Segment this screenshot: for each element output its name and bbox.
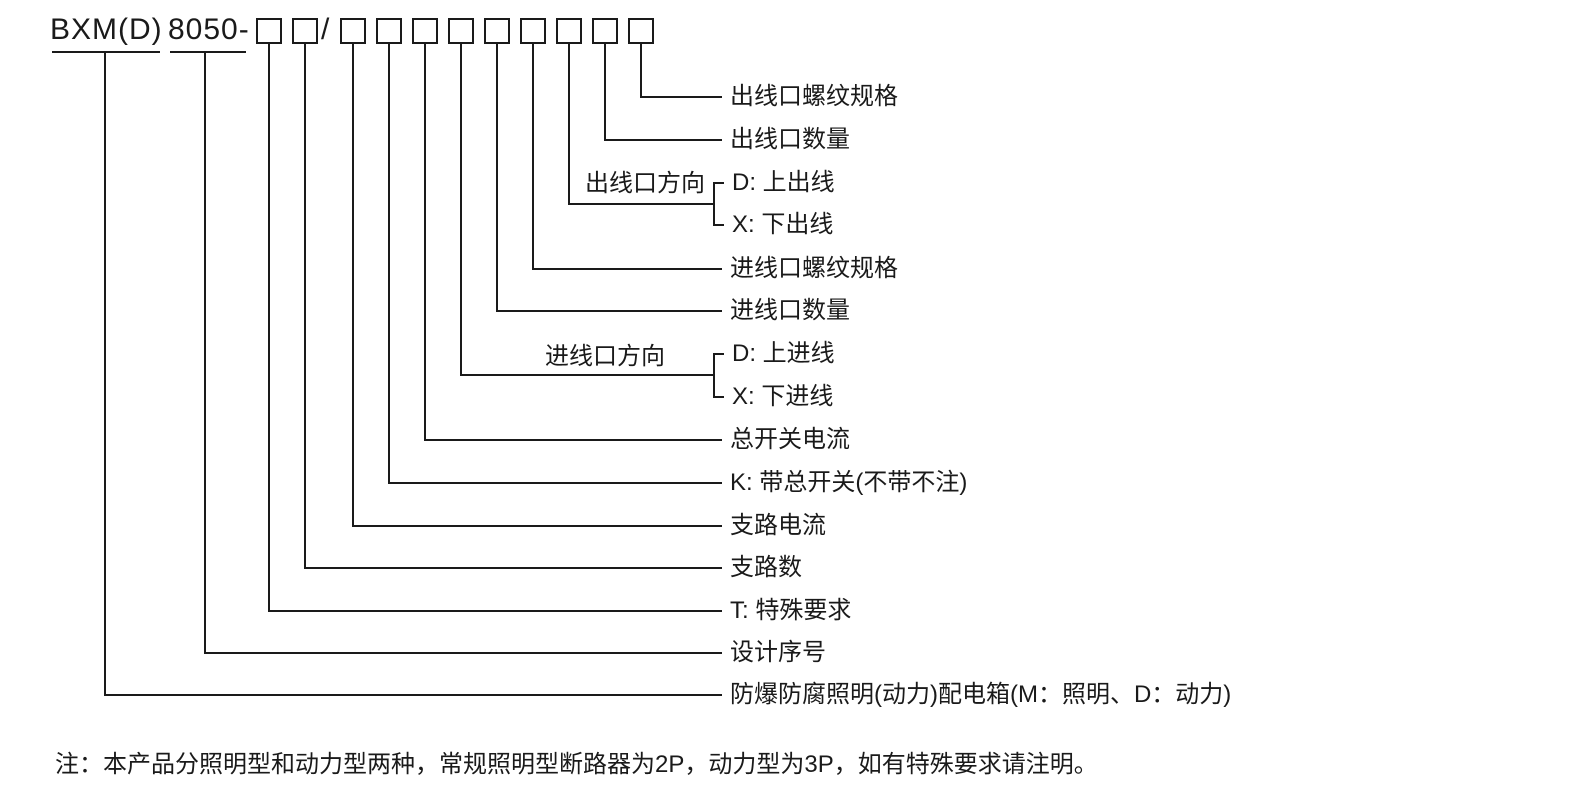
note-text: 注：本产品分照明型和动力型两种，常规照明型断路器为2P，动力型为3P，如有特殊要…	[55, 751, 1098, 778]
label-outlet-direction-up: D: 上出线	[732, 169, 835, 196]
label-main-switch-current: 总开关电流	[730, 426, 850, 453]
code-box	[376, 18, 402, 44]
label-inlet-direction-down: X: 下进线	[732, 383, 834, 410]
code-box	[484, 18, 510, 44]
model-series: 8050-	[168, 13, 250, 46]
label-branch-count: 支路数	[730, 554, 802, 581]
inlet-direction-brace	[713, 353, 724, 398]
label-main-switch-flag: K: 带总开关(不带不注)	[730, 469, 968, 496]
label-inlet-direction-up: D: 上进线	[732, 340, 835, 367]
label-inlet-count: 进线口数量	[730, 297, 850, 324]
leader-main-switch-flag	[388, 44, 722, 484]
label-outlet-count: 出线口数量	[730, 126, 850, 153]
leader-product-name	[104, 52, 722, 696]
label-inlet-thread: 进线口螺纹规格	[730, 255, 898, 282]
code-box	[520, 18, 546, 44]
outlet-direction-brace	[713, 182, 724, 226]
leader-inlet-direction	[460, 44, 714, 376]
label-outlet-direction: 出线口方向	[585, 170, 705, 197]
leader-outlet-count	[604, 44, 722, 141]
label-branch-current: 支路电流	[730, 512, 826, 539]
label-product-name: 防爆防腐照明(动力)配电箱(M：照明、D：动力)	[730, 681, 1232, 708]
code-box	[448, 18, 474, 44]
label-inlet-direction: 进线口方向	[545, 343, 665, 370]
code-box	[412, 18, 438, 44]
code-box	[592, 18, 618, 44]
model-prefix: BXM(D)	[50, 13, 163, 46]
leader-inlet-thread	[532, 44, 722, 270]
leader-special-flag	[268, 44, 722, 612]
label-special-flag: T: 特殊要求	[730, 597, 852, 624]
code-box	[556, 18, 582, 44]
code-box	[628, 18, 654, 44]
leader-branch-count	[304, 44, 722, 569]
label-design-serial: 设计序号	[730, 639, 826, 666]
code-separator: /	[321, 13, 331, 46]
leader-outlet-thread	[640, 44, 722, 98]
code-box	[292, 18, 318, 44]
leader-main-switch-current	[424, 44, 722, 441]
leader-branch-current	[352, 44, 722, 527]
code-box	[256, 18, 282, 44]
label-outlet-thread: 出线口螺纹规格	[730, 83, 898, 110]
label-outlet-direction-down: X: 下出线	[732, 211, 834, 238]
code-box	[340, 18, 366, 44]
